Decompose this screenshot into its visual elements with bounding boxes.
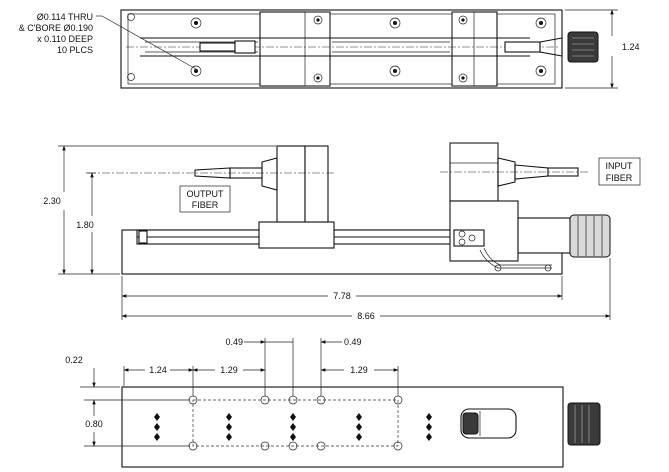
dim-row-spacing: 0.80 [85,419,103,429]
bottom-view-knob [567,402,601,446]
dim-first-spacing: 1.24 [149,365,167,375]
dim-small-left: 0.49 [225,337,243,347]
bottom-view-screw-clusters [154,413,432,441]
callout-line-3: x 0.110 DEEP [37,34,93,44]
dim-overall-height: 2.30 [43,196,61,206]
top-view-knob [567,31,599,63]
dim-small-right: 0.49 [344,337,362,347]
callout-line-4: 10 PLCS [57,45,93,55]
output-fiber-mount [276,145,306,223]
top-view-left-stage [259,11,331,87]
dim-spacing-a: 1.29 [220,365,238,375]
output-fiber-label-2: FIBER [192,200,219,210]
callout-line-2: & C'BORE Ø0.190 [19,23,93,33]
output-fiber-label-box [179,185,231,213]
side-view [58,142,641,320]
dim-fiber-height: 1.80 [76,220,94,230]
input-fiber-label-1: INPUT [606,161,634,171]
dim-hole-offset: 0.22 [65,355,83,365]
bottom-view [80,338,601,468]
top-view-output-ferrule [199,42,236,52]
dim-overall-length: 8.66 [357,311,375,321]
dim-spacing-b: 1.29 [350,365,368,375]
dim-rail-length: 7.78 [333,291,351,301]
input-fiber-label-box [598,157,641,186]
output-fiber-label-1: OUTPUT [187,189,225,199]
output-carriage [258,221,335,249]
top-view [96,9,618,89]
side-view-knob [569,214,611,258]
dim-top-height: 1.24 [622,42,640,52]
callout-line-1: Ø0.114 THRU [37,12,93,22]
top-view-holes [127,13,547,83]
input-fiber-label-2: FIBER [606,173,633,183]
